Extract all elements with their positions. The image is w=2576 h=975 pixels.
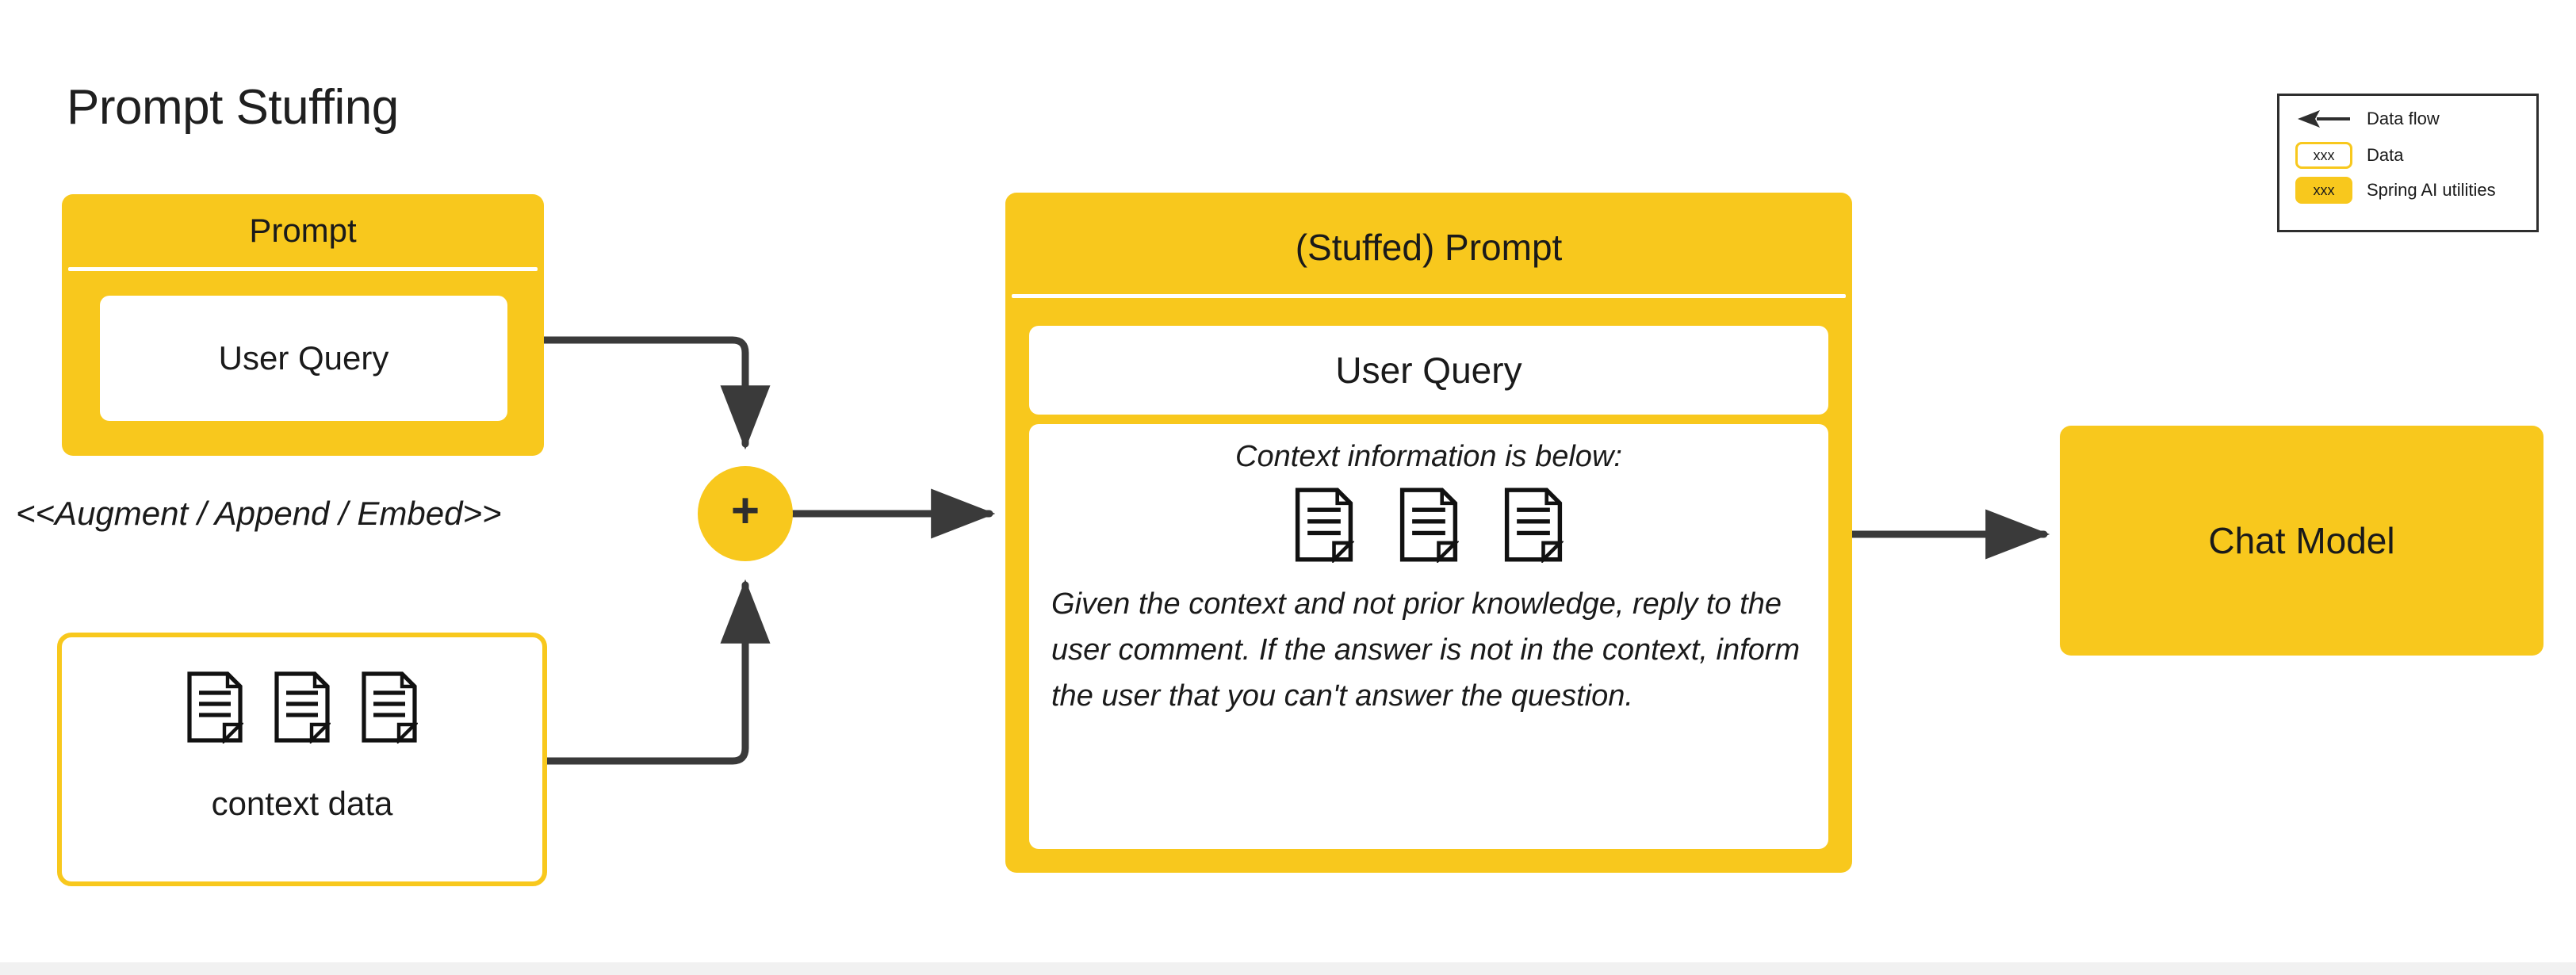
context-data-box[interactable]: context data	[57, 633, 547, 886]
legend-chip-utility: xxx	[2295, 177, 2352, 204]
connector-context-to-plus	[543, 579, 771, 765]
stuffed-prompt-divider	[1012, 294, 1846, 298]
legend-row-data: xxx Data	[2291, 142, 2403, 169]
stuffed-prompt-box[interactable]: (Stuffed) Prompt User Query Context info…	[1005, 193, 1852, 873]
document-icon	[187, 671, 243, 744]
legend-label-data-flow: Data flow	[2367, 109, 2440, 128]
legend-swatch-data: xxx	[2291, 142, 2357, 169]
augment-append-embed-label: <<Augment / Append / Embed>>	[16, 495, 502, 532]
chat-model-title: Chat Model	[2208, 520, 2395, 561]
bottom-strip	[0, 962, 2576, 975]
stuffed-prompt-title: (Stuffed) Prompt	[1295, 227, 1563, 268]
document-icon	[1295, 488, 1354, 563]
document-icon	[1399, 488, 1459, 563]
chat-model-box[interactable]: Chat Model	[2060, 426, 2543, 656]
legend-chip-data: xxx	[2295, 142, 2352, 169]
legend-label-spring-ai-utilities: Spring AI utilities	[2367, 179, 2496, 200]
stuffed-user-query-label: User Query	[1335, 350, 1522, 391]
prompt-user-query-label: User Query	[218, 339, 389, 377]
plus-combine-node[interactable]: +	[698, 466, 793, 561]
context-data-doc-group	[62, 671, 542, 744]
plus-icon: +	[730, 484, 760, 538]
context-information-heading: Context information is below:	[1235, 440, 1622, 473]
legend-label-data: Data	[2367, 144, 2404, 165]
stuffed-instruction-text: Given the context and not prior knowledg…	[1051, 587, 1801, 713]
stuffed-context-panel[interactable]: Context information is below:	[1029, 424, 1828, 849]
stuffed-user-query-panel[interactable]: User Query	[1029, 326, 1828, 415]
context-data-label: context data	[211, 785, 393, 822]
stuffed-doc-group	[1029, 487, 1828, 563]
prompt-box-title: Prompt	[249, 212, 357, 249]
legend-row-data-flow: Data flow	[2291, 109, 2440, 130]
legend-swatch-utility: xxx	[2291, 177, 2357, 204]
prompt-box[interactable]: Prompt User Query	[62, 194, 544, 456]
legend: Data flow xxx Data xxx Spring AI utiliti…	[2277, 94, 2539, 232]
legend-swatch-arrow	[2291, 109, 2357, 128]
connector-prompt-to-plus	[540, 336, 771, 450]
document-icon	[362, 671, 418, 744]
legend-row-spring-ai-utilities: xxx Spring AI utilities	[2291, 177, 2496, 204]
arrow-left-icon	[2298, 110, 2350, 128]
prompt-box-divider	[68, 267, 538, 271]
document-icon	[274, 671, 331, 744]
prompt-user-query-panel[interactable]: User Query	[100, 296, 507, 421]
page-title: Prompt Stuffing	[67, 80, 399, 135]
document-icon	[1504, 488, 1564, 563]
